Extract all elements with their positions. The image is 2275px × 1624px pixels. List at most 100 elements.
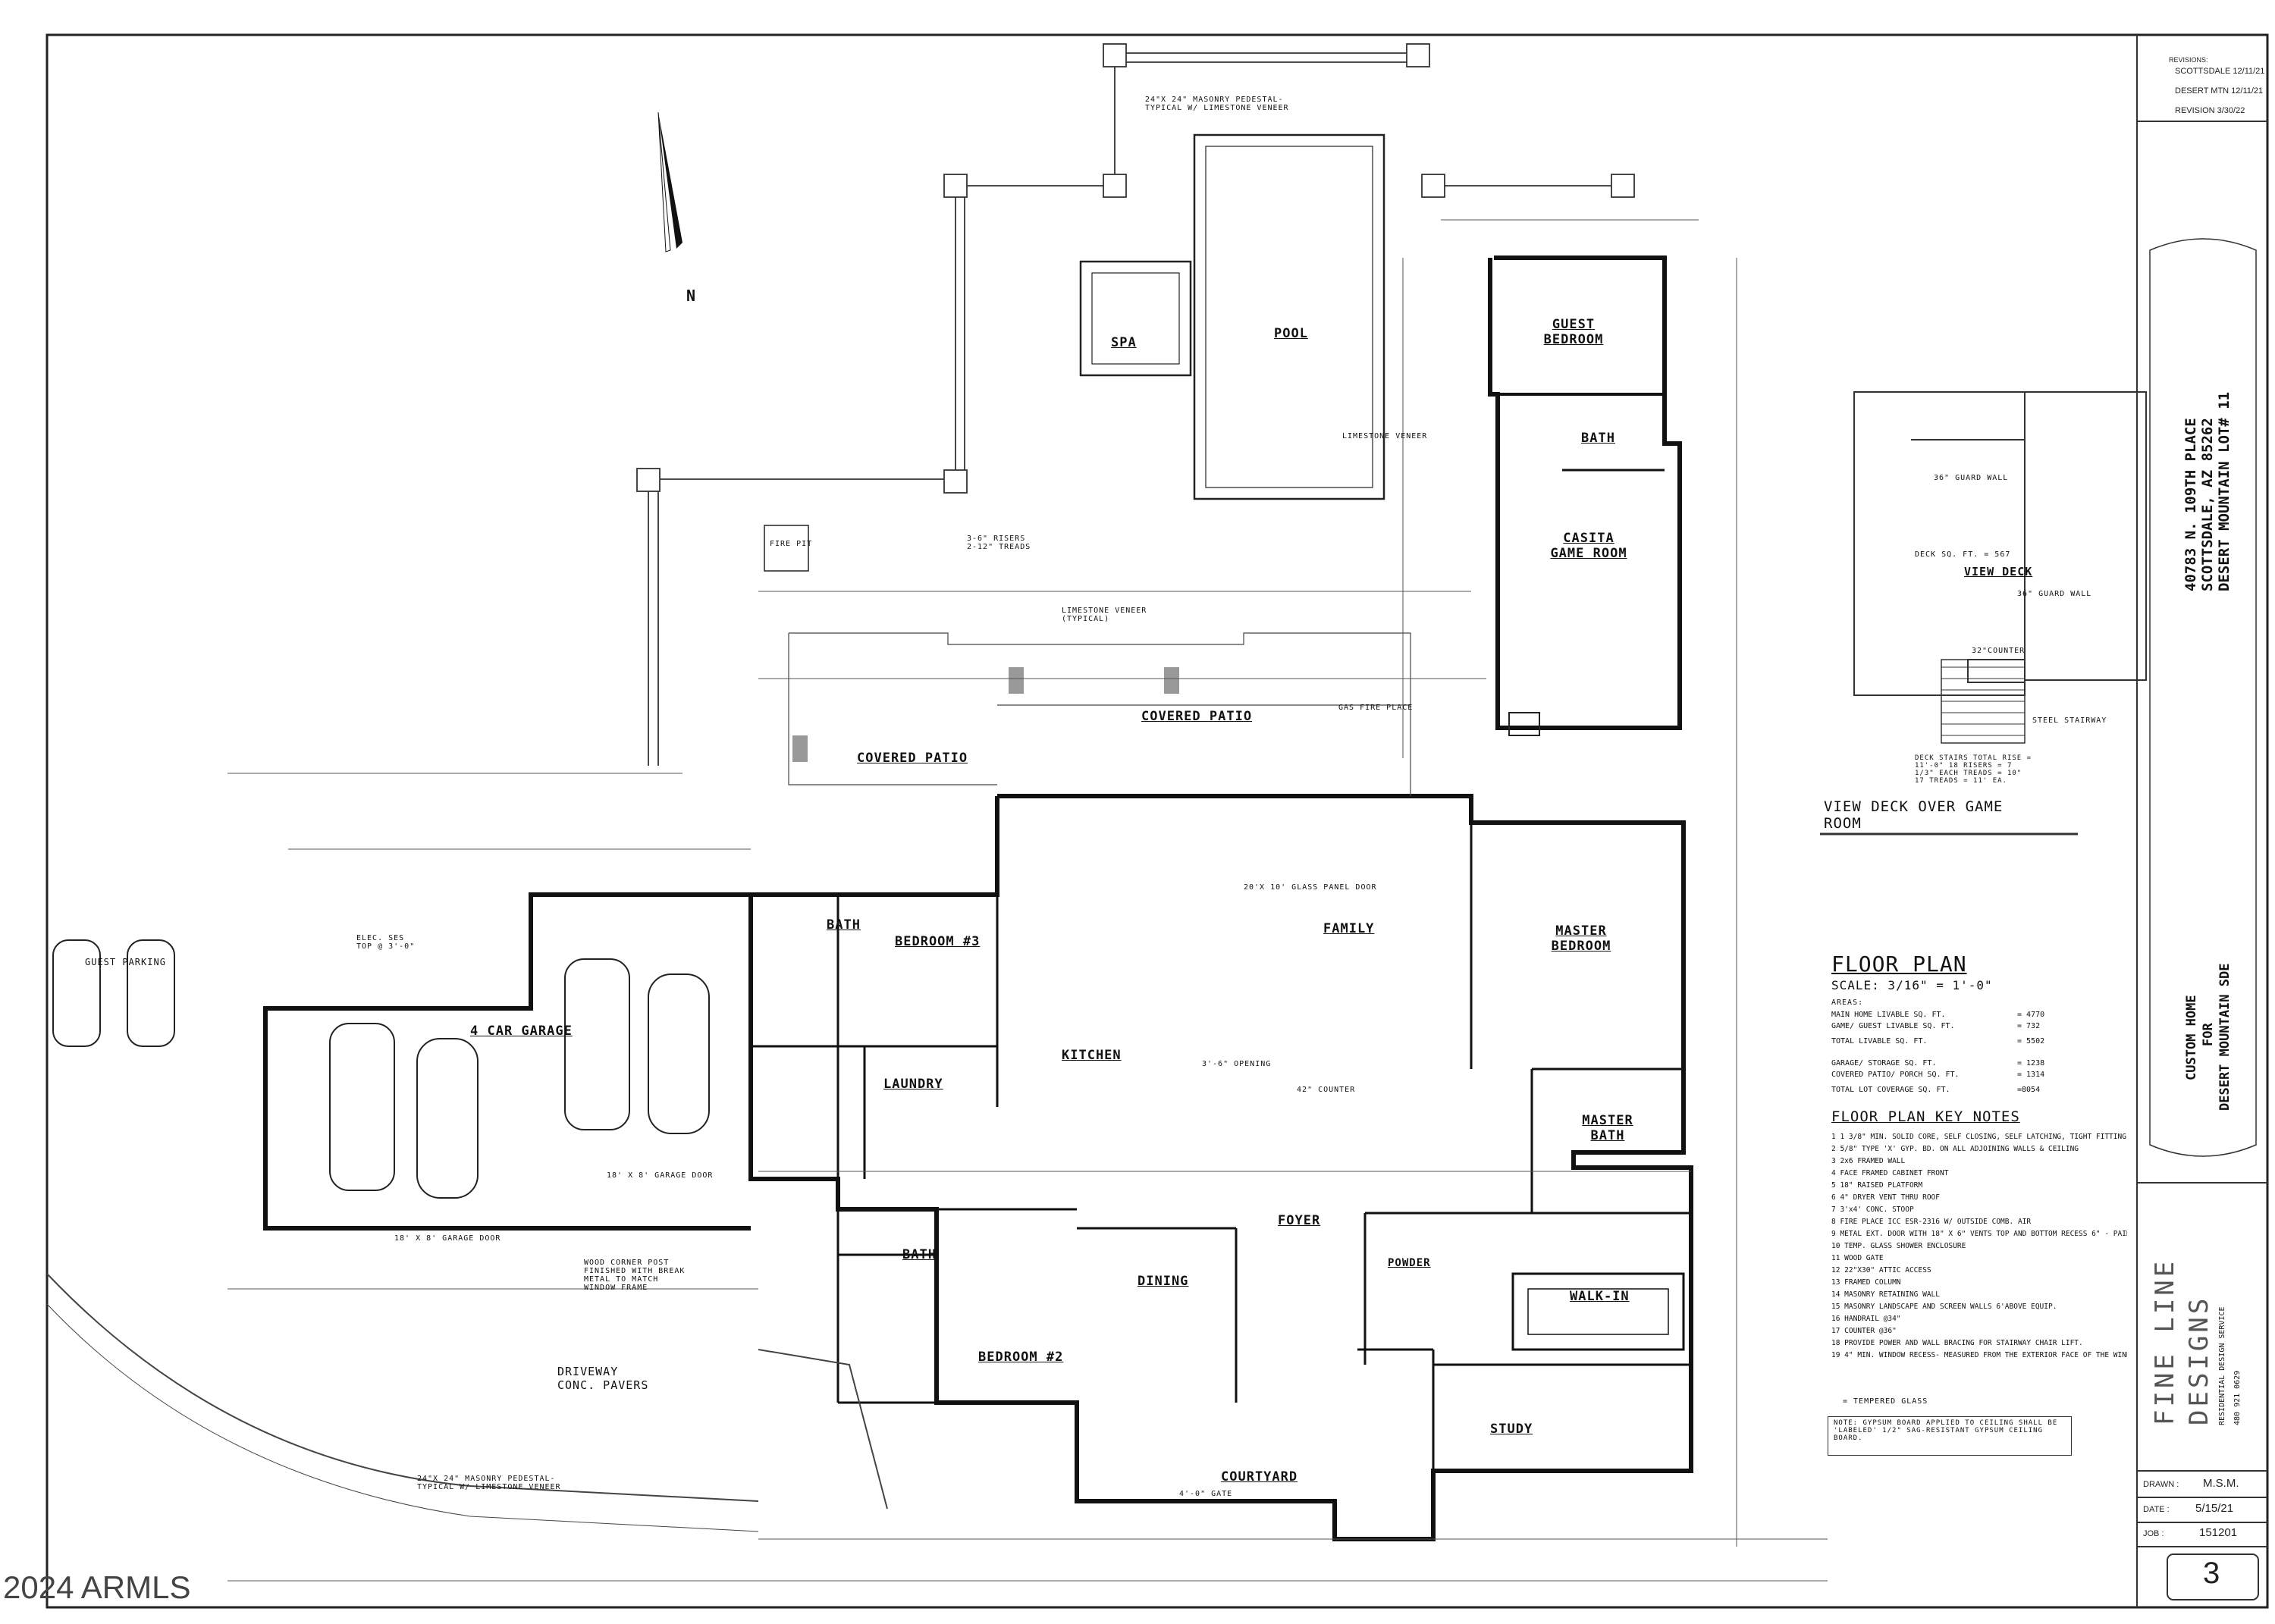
key-note-item: 15 MASONRY LANDSCAPE AND SCREEN WALLS 6'… — [1831, 1303, 2057, 1311]
revisions-heading: REVISIONS: — [2169, 56, 2208, 64]
project-line-1: CUSTOM HOME — [2184, 995, 2199, 1080]
patio-lines — [788, 632, 1411, 796]
area-row-value: = 1314 — [2017, 1071, 2045, 1079]
room-casita-game-room: CASITA GAME ROOM — [1550, 531, 1627, 561]
project-line-3: DESERT MOUNTAIN SDE — [2217, 963, 2233, 1111]
room-kitchen: KITCHEN — [1062, 1048, 1122, 1063]
area-row-value: = 4770 — [2017, 1011, 2045, 1019]
note-pedestal-bottom: 24"X 24" MASONRY PEDESTAL- TYPICAL W/ LI… — [417, 1475, 561, 1491]
room-covered-patio-left: COVERED PATIO — [857, 751, 968, 766]
room-covered-patio-center: COVERED PATIO — [1141, 709, 1253, 724]
steel-stairway: STEEL STAIRWAY — [2032, 716, 2107, 725]
sheet-border — [46, 33, 2269, 1609]
tempered-glass-note: = TEMPERED GLASS — [1843, 1397, 1928, 1406]
areas-heading: AREAS: — [1831, 999, 1864, 1007]
room-courtyard: COURTYARD — [1221, 1469, 1298, 1484]
view-deck-drawing — [1820, 391, 2147, 836]
revision-1: SCOTTSDALE 12/11/21 — [2175, 67, 2265, 76]
area-row-value: = 1238 — [2017, 1059, 2045, 1068]
note-opening: 3'-6" OPENING — [1202, 1060, 1272, 1068]
pool-area — [764, 133, 1385, 572]
room-spa: SPA — [1111, 335, 1137, 350]
firm-name-2: DESIGNS — [2184, 1295, 2214, 1425]
area-row-value: = 5502 — [2017, 1037, 2045, 1046]
room-powder: POWDER — [1388, 1257, 1431, 1269]
address-line-2: SCOTTSDALE, AZ 85262 — [2199, 418, 2216, 591]
guard-wall-2: 36" GUARD WALL — [2017, 590, 2092, 598]
key-note-item: 18 PROVIDE POWER AND WALL BRACING FOR ST… — [1831, 1339, 2083, 1347]
note-garage-door-2: 18' X 8' GARAGE DOOR — [394, 1234, 501, 1243]
note-counter: 42" COUNTER — [1297, 1086, 1356, 1094]
firm-name-1: FINE LINE — [2150, 1258, 2180, 1425]
area-row: COVERED PATIO/ PORCH SQ. FT. — [1831, 1071, 1960, 1079]
note-gas-fire-place: GAS FIRE PLACE — [1338, 704, 1414, 712]
key-note-item: 14 MASONRY RETAINING WALL — [1831, 1290, 1940, 1299]
key-note-item: 10 TEMP. GLASS SHOWER ENCLOSURE — [1831, 1242, 1966, 1250]
key-note-item: 12 22"X30" ATTIC ACCESS — [1831, 1266, 1931, 1274]
retaining-walls — [636, 43, 1635, 766]
area-row-value: =8054 — [2017, 1086, 2041, 1094]
key-notes-list: 1 1 3/8" MIN. SOLID CORE, SELF CLOSING, … — [1831, 1131, 2127, 1362]
room-bedroom-2: BEDROOM #2 — [978, 1350, 1064, 1365]
deck-stairs-note: DECK STAIRS TOTAL RISE = 11'-0" 18 RISER… — [1915, 754, 2032, 785]
drawn-label: DRAWN : — [2143, 1480, 2179, 1489]
note-driveway: DRIVEWAY CONC. PAVERS — [557, 1365, 649, 1392]
area-row-value: = 732 — [2017, 1022, 2041, 1030]
key-note-item: 8 FIRE PLACE ICC ESR-2316 W/ OUTSIDE COM… — [1831, 1218, 2032, 1226]
gyp-note: NOTE: GYPSUM BOARD APPLIED TO CEILING SH… — [1834, 1419, 2058, 1442]
key-note-item: 5 18" RAISED PLATFORM — [1831, 1181, 1923, 1190]
room-master-bath: MASTER BATH — [1582, 1113, 1633, 1143]
key-note-item: 17 COUNTER @36" — [1831, 1327, 1897, 1335]
north-label: N — [686, 287, 697, 305]
north-arrow-icon — [657, 111, 682, 252]
room-pool: POOL — [1274, 326, 1308, 341]
revision-3: REVISION 3/30/22 — [2175, 106, 2245, 115]
note-garage-door-1: 18' X 8' GARAGE DOOR — [607, 1171, 714, 1180]
address-line-3: DESERT MOUNTAIN LOT# 11 — [2216, 391, 2233, 591]
driveway — [46, 1273, 888, 1532]
room-walk-in: WALK-IN — [1570, 1289, 1630, 1304]
watermark: 2024 ARMLS — [3, 1569, 191, 1605]
floor-plan-title: FLOOR PLAN — [1831, 952, 1967, 977]
key-notes-title: FLOOR PLAN KEY NOTES — [1831, 1108, 2020, 1125]
room-garage: 4 CAR GARAGE — [470, 1024, 573, 1039]
note-elec-ses: ELEC. SES TOP @ 3'-0" — [356, 934, 416, 951]
guard-wall-1: 36" GUARD WALL — [1934, 474, 2009, 482]
project-line-2: FOR — [2201, 1023, 2216, 1046]
room-bath-2: BATH — [902, 1247, 937, 1262]
firm-phone: 480 921 0629 — [2233, 1370, 2242, 1425]
key-note-item: 11 WOOD GATE — [1831, 1254, 1884, 1262]
guest-parking-label: GUEST PARKING — [85, 957, 166, 967]
date-label: DATE : — [2143, 1505, 2170, 1514]
gyp-note-box — [1828, 1416, 2072, 1456]
area-row: TOTAL LIVABLE SQ. FT. — [1831, 1037, 1928, 1046]
note-limestone-veneer: LIMESTONE VENEER — [1342, 432, 1428, 440]
key-note-item: 1 1 3/8" MIN. SOLID CORE, SELF CLOSING, … — [1831, 1133, 2127, 1141]
room-dining: DINING — [1138, 1274, 1189, 1289]
date-value: 5/15/21 — [2195, 1502, 2234, 1515]
area-row: GAME/ GUEST LIVABLE SQ. FT. — [1831, 1022, 1955, 1030]
room-bath-3: BATH — [827, 917, 861, 933]
floor-plan-scale: SCALE: 3/16" = 1'-0" — [1831, 978, 1993, 992]
key-note-item: 3 2x6 FRAMED WALL — [1831, 1157, 1906, 1165]
key-note-item: 7 3'x4' CONC. STOOP — [1831, 1205, 1914, 1214]
key-note-item: 4 FACE FRAMED CABINET FRONT — [1831, 1169, 1949, 1177]
job-label: JOB : — [2143, 1529, 2164, 1538]
area-row: MAIN HOME LIVABLE SQ. FT. — [1831, 1011, 1946, 1019]
key-note-item: 9 METAL EXT. DOOR WITH 18" X 6" VENTS TO… — [1831, 1230, 2127, 1238]
area-row: TOTAL LOT COVERAGE SQ. FT. — [1831, 1086, 1950, 1094]
sheet-number: 3 — [2203, 1557, 2220, 1590]
area-row: GARAGE/ STORAGE SQ. FT. — [1831, 1059, 1937, 1068]
note-glass-panel-door: 20'X 10' GLASS PANEL DOOR — [1244, 883, 1377, 892]
room-guest-bedroom: GUEST BEDROOM — [1543, 317, 1604, 347]
firm-sub: RESIDENTIAL DESIGN SERVICE — [2218, 1306, 2226, 1425]
key-note-item: 2 5/8" TYPE 'X' GYP. BD. ON ALL ADJOININ… — [1831, 1145, 2079, 1153]
drawn-value: M.S.M. — [2203, 1477, 2239, 1490]
room-laundry: LAUNDRY — [883, 1077, 943, 1092]
key-note-item: 19 4" MIN. WINDOW RECESS- MEASURED FROM … — [1831, 1351, 2127, 1359]
job-value: 151201 — [2199, 1526, 2238, 1539]
view-deck-over-game-room: VIEW DECK OVER GAME ROOM — [1824, 798, 2004, 832]
fire-pit-label: FIRE PIT — [770, 540, 813, 548]
room-study: STUDY — [1490, 1422, 1533, 1437]
